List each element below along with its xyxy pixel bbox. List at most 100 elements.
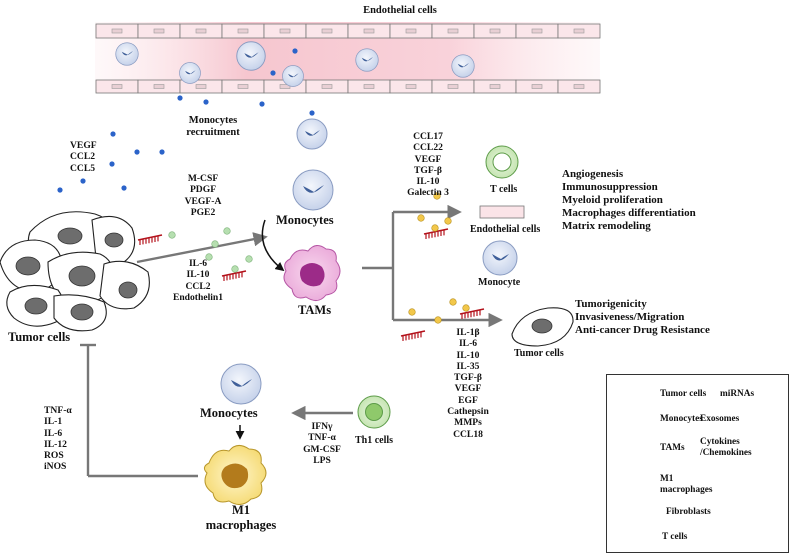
factor-item: TNF-α (44, 405, 72, 416)
endothelial-nucleus (321, 84, 333, 89)
factor-item: Galectin 3 (407, 187, 449, 199)
factor-item: CCL5 (70, 162, 96, 174)
label-line: Monocytes (188, 115, 238, 126)
endothelial-cells-label: Endothelial cells (470, 224, 541, 235)
factor-item: IL-10 (416, 176, 440, 188)
legend-m1: M1 macrophages (660, 474, 713, 495)
factor-item: M-CSF (187, 173, 219, 184)
monocyte-right (482, 240, 518, 276)
t-cells-label: T cells (490, 184, 518, 195)
monocyte-in-vessel (115, 42, 139, 66)
legend-cytokines: Cytokines /Chemokines (700, 437, 752, 458)
monocyte-in-vessel (451, 54, 475, 78)
m1-inhibition-line (80, 343, 198, 478)
legend-line: Cytokines (700, 437, 740, 447)
factor-item: VEGF (70, 140, 97, 151)
outcome-item: Anti-cancer Drug Resistance (575, 324, 710, 336)
label-line: macrophages (205, 518, 277, 532)
factor-item: iNOS (44, 461, 67, 473)
factor-item: Endothelin1 (172, 291, 224, 303)
outcomes-top: Angiogenesis Immunosuppression Myeloid p… (562, 168, 696, 233)
mirna-icon (400, 330, 426, 342)
endothelial-nucleus (279, 28, 291, 34)
factor-item: EGF (458, 394, 478, 406)
factor-item: ROS (44, 450, 64, 462)
m1-macrophage-cell (203, 445, 267, 505)
endothelial-nucleus (111, 84, 123, 89)
endothelial-nucleus (321, 28, 333, 34)
legend-mirnas: miRNAs (720, 389, 755, 399)
factor-item: IL-1β (456, 327, 480, 338)
factor-item: VEGF (454, 383, 482, 395)
m1-factors-list: TNF-α IL-1 IL-6 IL-12 ROS iNOS (44, 405, 72, 473)
endothelial-cells-title: Endothelial cells (363, 5, 437, 16)
factor-item: TGF-β (414, 164, 442, 176)
endothelial-nucleus (531, 84, 543, 89)
legend-tams: TAMs (660, 443, 685, 453)
outcome-item: Matrix remodeling (562, 220, 651, 232)
endothelial-nucleus (195, 28, 207, 34)
outcome-item: Tumorigenicity (575, 298, 647, 310)
tams-label: TAMs (298, 303, 332, 317)
outcome-item: Macrophages differentiation (562, 207, 696, 219)
factor-item: VEGF-A (184, 195, 222, 207)
outcome-item: Invasiveness/Migration (575, 311, 685, 323)
t-cell (485, 145, 519, 179)
endothelial-nucleus (237, 84, 249, 89)
legend-box (606, 374, 789, 553)
endothelial-nucleus (363, 28, 375, 34)
endothelial-nucleus (573, 28, 585, 34)
legend-line: macrophages (660, 484, 713, 495)
tumor-cells-right-label: Tumor cells (514, 348, 564, 359)
outcome-item: Immunosuppression (562, 181, 658, 193)
factor-item: IL-12 (44, 438, 67, 450)
endothelial-nucleus (237, 28, 249, 34)
factor-item: Cathepsin (447, 406, 489, 418)
factor-item: CCL17 (413, 131, 443, 142)
endothelial-nucleus (573, 84, 585, 89)
factor-item: IL-6 (188, 258, 208, 269)
th1-factors-list: IFNγ TNF-α GM-CSF LPS (292, 421, 352, 466)
tumor-cluster (0, 211, 150, 332)
factor-item: CCL22 (413, 142, 443, 154)
endothelial-nucleus (489, 84, 501, 89)
factor-item: PGE2 (190, 206, 216, 218)
monocyte-bottom (220, 363, 262, 405)
endothelial-nucleus (405, 84, 417, 89)
endothelial-nucleus (489, 28, 501, 34)
endothelial-nucleus (153, 84, 165, 89)
monocyte-in-vessel (179, 62, 201, 84)
endothelial-nucleus (153, 28, 165, 34)
factor-item: TGF-β (454, 372, 482, 384)
factor-item: IL-6 (458, 338, 478, 350)
endothelial-nucleus (363, 84, 375, 89)
factor-item: GM-CSF (303, 443, 341, 455)
factor-item: IL-35 (456, 360, 480, 372)
factor-item: CCL18 (453, 428, 483, 440)
monocyte-in-vessel (355, 48, 379, 72)
tumor-cell-right (511, 307, 574, 347)
legend-monocytes: Monocytes (660, 414, 703, 424)
endothelial-nucleus (111, 28, 123, 34)
factor-item: PDGF (189, 184, 217, 196)
endothelial-nucleus (279, 84, 291, 89)
factor-item: MMPs (454, 417, 482, 429)
endothelial-nucleus (531, 28, 543, 34)
monocytes-bottom-label: Monocytes (200, 406, 258, 420)
tumor-secreted-list: VEGF CCL2 CCL5 (70, 140, 97, 174)
monocytes-recruitment-label: Monocytes recruitment (178, 115, 248, 139)
monocytes-label: Monocytes (276, 213, 334, 227)
legend-line: M1 (660, 474, 674, 484)
factor-item: IL-10 (456, 349, 480, 361)
tumor-factors-upper: M-CSF PDGF VEGF-A PGE2 (168, 173, 238, 218)
tumor-factors-lower: IL-6 IL-10 CCL2 Endothelin1 (158, 258, 238, 303)
factor-item: IL-6 (44, 427, 63, 439)
factor-item: VEGF (414, 153, 442, 165)
th1-cell (357, 395, 391, 429)
outcome-item: Myeloid proliferation (562, 194, 663, 206)
legend-t-cells: T cells (662, 532, 688, 542)
endothelial-nucleus (447, 28, 459, 34)
tumor-cells-label: Tumor cells (8, 330, 71, 344)
tumor-to-tam-arrow (136, 232, 268, 264)
monocyte-in-vessel (282, 65, 304, 87)
